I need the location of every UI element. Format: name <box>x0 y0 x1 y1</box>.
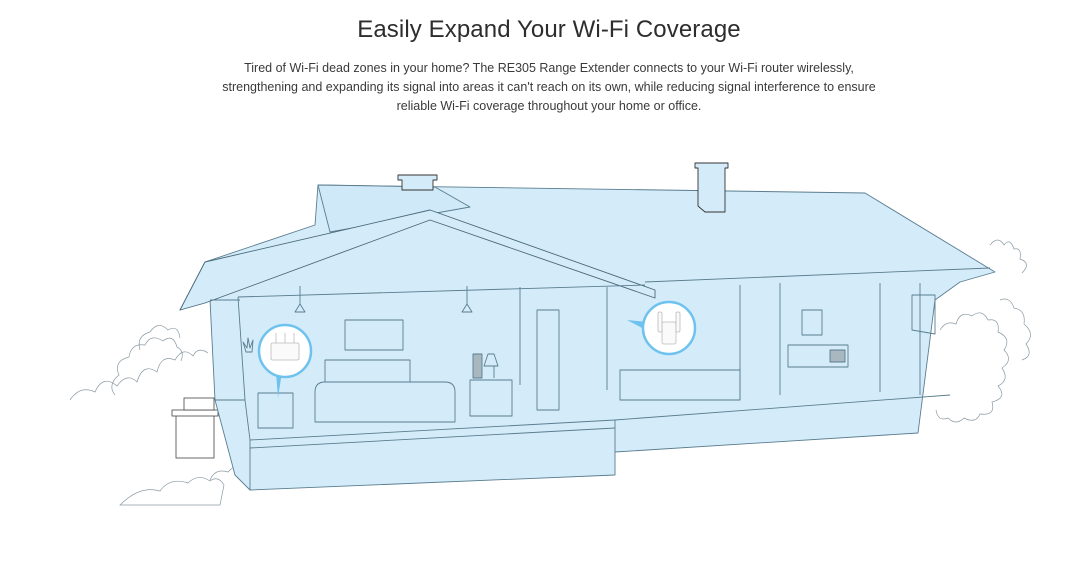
router-icon <box>270 333 300 361</box>
extender-callout <box>627 300 697 356</box>
section-description: Tired of Wi-Fi dead zones in your home? … <box>222 61 876 113</box>
planter-boxes <box>171 397 219 459</box>
router-callout <box>257 323 313 398</box>
shrubs-right <box>935 239 1031 423</box>
section-title: Easily Expand Your Wi-Fi Coverage <box>357 16 741 43</box>
house <box>179 162 996 491</box>
range-extender-icon <box>657 311 681 345</box>
